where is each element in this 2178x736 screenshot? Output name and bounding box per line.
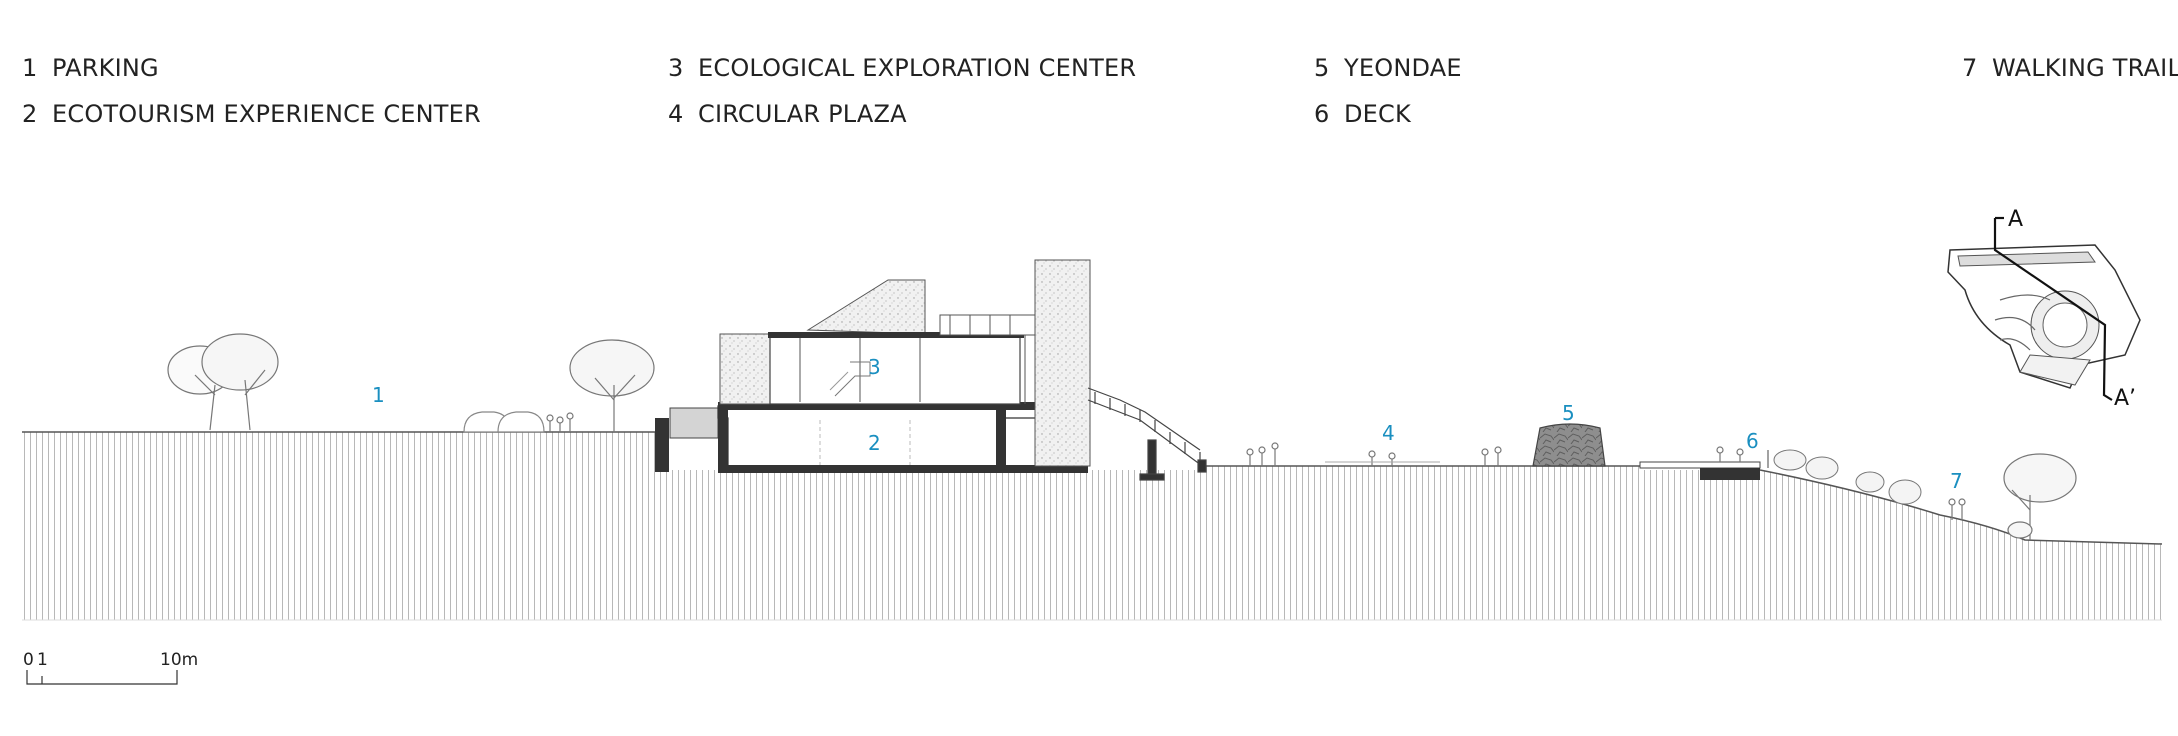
tree-icon [167,333,279,431]
legend-number: 2 [22,100,38,128]
key-plan-cut-start: A [2008,207,2023,232]
people-icon [1716,446,1744,462]
legend-item-walking-trail: 7 WALKING TRAIL [1962,54,2178,82]
legend-label: WALKING TRAIL [1992,54,2178,82]
tree-icon [2003,453,2077,540]
legend-item-yeondae: 5 YEONDAE [1314,54,1462,82]
legend-number: 6 [1314,100,1330,128]
marker-deck: 6 [1746,429,1759,453]
scale-bar [26,670,178,685]
marker-walking-trail: 7 [1950,469,1963,493]
marker-ecotourism-center: 2 [868,431,881,455]
legend-number: 1 [22,54,38,82]
legend-label: DECK [1344,100,1411,128]
legend-item-parking: 1 PARKING [22,54,159,82]
legend-number: 4 [668,100,684,128]
legend-item-circular-plaza: 4 CIRCULAR PLAZA [668,100,907,128]
legend-label: PARKING [52,54,159,82]
people-icon [546,412,574,432]
scale-tick-10m: 10m [160,650,198,670]
marker-circular-plaza: 4 [1382,421,1395,445]
marker-yeondae: 5 [1562,401,1575,425]
legend-label: CIRCULAR PLAZA [698,100,907,128]
legend: 1 PARKING 2 ECOTOURISM EXPERIENCE CENTER 3… [0,44,2178,154]
tree-icon [569,339,655,432]
legend-item-ecological-center: 3 ECOLOGICAL EXPLORATION CENTER [668,54,1136,82]
marker-parking: 1 [372,383,385,407]
scale-tick-1: 1 [37,650,48,670]
legend-label: YEONDAE [1344,54,1462,82]
scale-tick-0: 0 [23,650,34,670]
legend-number: 3 [668,54,684,82]
building-section [655,259,1091,473]
legend-number: 7 [1962,54,1978,82]
legend-label: ECOLOGICAL EXPLORATION CENTER [698,54,1137,82]
yeondae-mound [1532,423,1606,467]
legend-item-deck: 6 DECK [1314,100,1411,128]
people-icon [1948,498,1966,520]
car-icon [463,411,545,433]
legend-number: 5 [1314,54,1330,82]
shrub-icon [1773,449,1922,505]
marker-ecological-center: 3 [868,355,881,379]
ground-section [22,432,2162,620]
legend-label: ECOTOURISM EXPERIENCE CENTER [52,100,481,128]
people-icon [1246,442,1502,466]
exterior-stair [1087,387,1207,481]
key-plan [1947,216,2141,401]
key-plan-cut-end: A’ [2114,386,2136,411]
deck-structure [1639,450,1769,480]
legend-item-ecotourism-center: 2 ECOTOURISM EXPERIENCE CENTER [22,100,481,128]
